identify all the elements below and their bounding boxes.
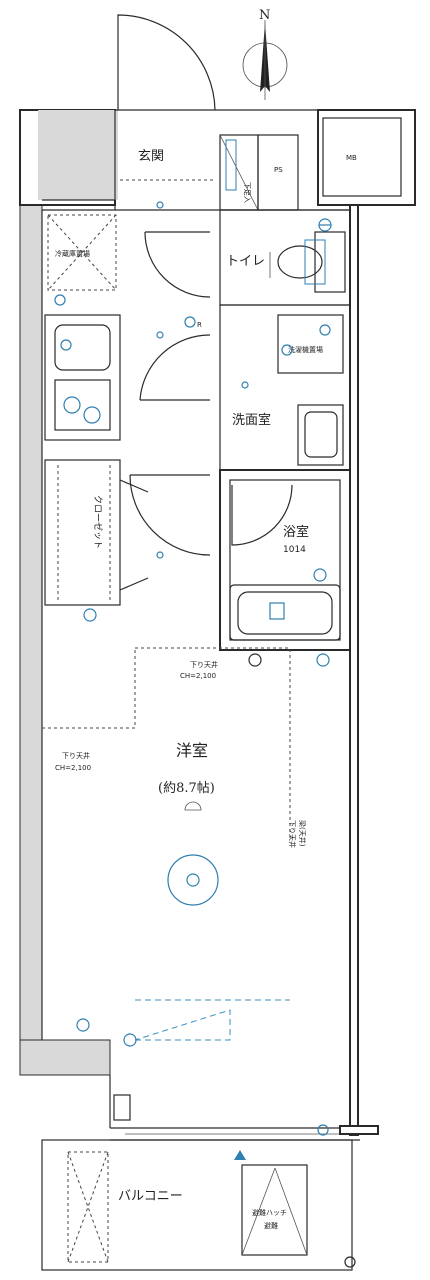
ac-unit (67, 1151, 109, 1263)
toilet-room: トイレ (219, 209, 351, 306)
entrance-label: 玄関 (138, 149, 164, 164)
western-room-label: 洋室 (176, 741, 208, 760)
refuge-label: R (197, 321, 202, 329)
bathroom-label: 浴室 (283, 524, 309, 540)
entrance-area: 玄関 (120, 149, 215, 209)
ceiling-top-label: 下り天井 (190, 660, 218, 669)
washroom-door (139, 334, 211, 401)
western-room: 洋室 (約8.7帖) (76, 741, 329, 1136)
sink-icon (54, 324, 111, 371)
balcony-outline (41, 1139, 353, 1271)
bathroom: 浴室 1014 (219, 469, 351, 667)
sensor-icon (184, 801, 202, 811)
ceiling-light-icon (167, 854, 219, 906)
ceiling-left-label: 下り天井 (62, 751, 90, 760)
basin-icon (304, 411, 338, 458)
toilet-label: トイレ (226, 254, 265, 269)
kitchen: R (44, 294, 202, 441)
kitchen-counter (44, 314, 121, 441)
ceiling-zones: 下り天井 CH=2,100 下り天井 CH=2,100 梁(天井) 下り天井 (42, 647, 307, 848)
ceiling-right-sub: 梁(天井) (298, 820, 307, 847)
western-room-size: (約8.7帖) (158, 781, 215, 796)
entrance-door (117, 14, 216, 111)
hatch-label-2: 避難 (264, 1221, 278, 1230)
closet-outline (44, 459, 121, 606)
washer-space (277, 314, 344, 374)
hatch-label-1: 避難ハッチ (252, 1208, 287, 1217)
left-wall (19, 109, 43, 1041)
ceiling-top-height: CH=2,100 (180, 672, 216, 680)
bathtub-icon (237, 591, 333, 635)
bathroom-outline (219, 469, 351, 651)
ceiling-right-label: 下り天井 (288, 820, 297, 848)
balcony: バルコニー 避難ハッチ 避難 (41, 1139, 356, 1271)
ceiling-left-height: CH=2,100 (55, 764, 91, 772)
left-bottom-wall (19, 1039, 111, 1076)
evac-hatch (241, 1164, 308, 1256)
outer-walls (19, 109, 415, 1141)
right-wall (349, 204, 359, 1136)
hall-door-swing (144, 231, 211, 298)
washbasin (297, 404, 344, 466)
washroom-label: 洗面室 (232, 412, 271, 428)
washer-label: 洗濯機置場 (288, 345, 323, 354)
shoe-box: 下足入 PS (219, 134, 299, 211)
mb-label: MB (346, 154, 357, 162)
compass: N (242, 8, 288, 100)
balcony-label: バルコニー (118, 1189, 183, 1204)
bath-door-swing (231, 484, 293, 546)
closet: クローゼット (44, 459, 149, 622)
mb-outline (317, 109, 416, 206)
fridge-outline (47, 214, 117, 291)
toilet-bowl-icon (277, 245, 323, 279)
bathroom-size: 1014 (283, 545, 306, 555)
stove-icon (54, 379, 111, 431)
ceiling-zone-left (42, 648, 136, 729)
mb-box: MB (317, 109, 416, 206)
closet-label: クローゼット (92, 495, 104, 549)
toilet-tank (314, 231, 346, 293)
compass-north-label: N (259, 8, 270, 23)
washroom: 洗濯機置場 洗面室 (219, 304, 351, 471)
entrance-door-swing (117, 14, 216, 111)
room-door (129, 474, 211, 559)
shoe-box-label: 下足入 (243, 182, 251, 203)
bathtub (229, 584, 341, 641)
fridge-space: 冷蔵庫置場 (47, 214, 117, 291)
hall-door (144, 231, 211, 298)
fridge-label: 冷蔵庫置場 (55, 249, 90, 258)
washroom-door-swing (139, 334, 211, 401)
ps-label: PS (274, 166, 283, 174)
room-door-swing (129, 474, 211, 556)
